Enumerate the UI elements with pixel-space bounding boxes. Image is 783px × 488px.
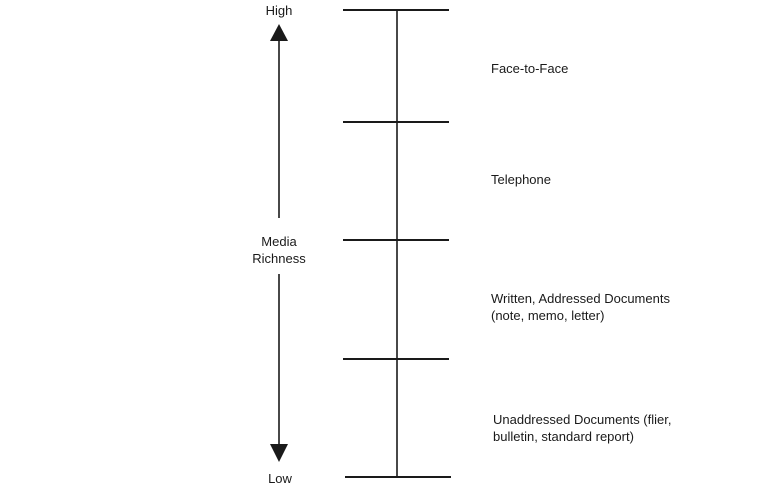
axis-low-label: Low (268, 471, 292, 486)
medium-telephone: Telephone (491, 171, 551, 188)
medium-face-to-face: Face-to-Face (491, 60, 568, 77)
arrow-down-head-icon (270, 444, 288, 462)
medium-unaddressed: Unaddressed Documents (flier, bulletin, … (493, 411, 671, 445)
medium-label-line1: Unaddressed Documents (flier, (493, 412, 672, 427)
medium-label-line1: Telephone (491, 172, 551, 187)
axis-high-label: High (265, 3, 293, 18)
axis-title-line2: Richness (252, 251, 306, 266)
medium-label-line2: bulletin, standard report) (493, 429, 634, 444)
axis-title-line1: Media (261, 234, 297, 249)
medium-label-line1: Face-to-Face (491, 61, 569, 76)
medium-label-line2: (note, memo, letter) (491, 308, 605, 323)
medium-label-line1: Written, Addressed Documents (491, 291, 670, 306)
arrow-up-head-icon (270, 24, 288, 41)
medium-written-addressed: Written, Addressed Documents (note, memo… (491, 290, 670, 324)
